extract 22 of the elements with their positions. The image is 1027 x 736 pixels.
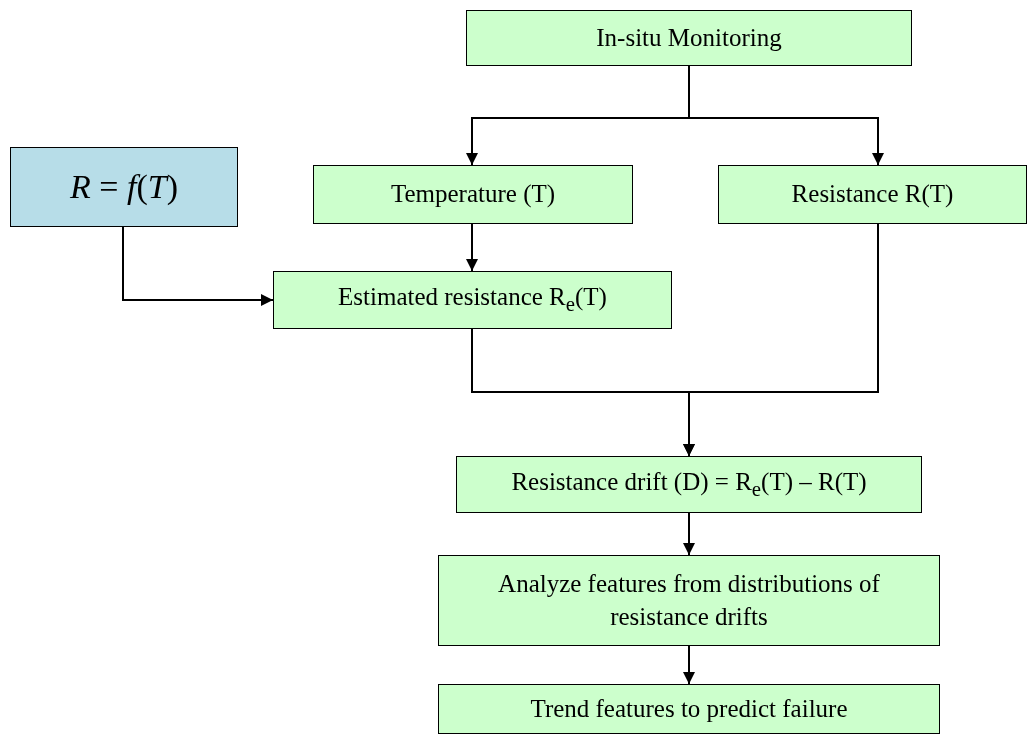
box-label: Estimated resistance R$_{e}$(T)	[338, 282, 607, 319]
process-box	[456, 456, 922, 513]
box-label: In-situ Monitoring	[596, 22, 782, 53]
process-box	[438, 684, 940, 734]
formula-box	[10, 147, 238, 227]
process-box	[466, 10, 912, 66]
arrow	[466, 223, 478, 272]
box-label: Temperature (T)	[390, 179, 556, 210]
box-label: Resistance drift (D) = R$_{e}$(T) – R(T)	[511, 466, 867, 503]
arrow	[688, 65, 884, 166]
process-box	[718, 165, 1027, 224]
box-label: Resistance R(T)	[791, 179, 954, 210]
process-box	[438, 555, 940, 646]
box-label: Trend features to predict failure	[530, 693, 848, 724]
formula-text: R = f(T)	[70, 166, 178, 207]
arrow	[683, 223, 879, 457]
box-label: Analyze features from distributions of resistance drifts	[497, 569, 881, 632]
process-box	[273, 271, 672, 329]
arrow	[122, 226, 274, 306]
arrow	[683, 645, 695, 685]
arrow	[683, 512, 695, 556]
process-box	[313, 165, 633, 224]
